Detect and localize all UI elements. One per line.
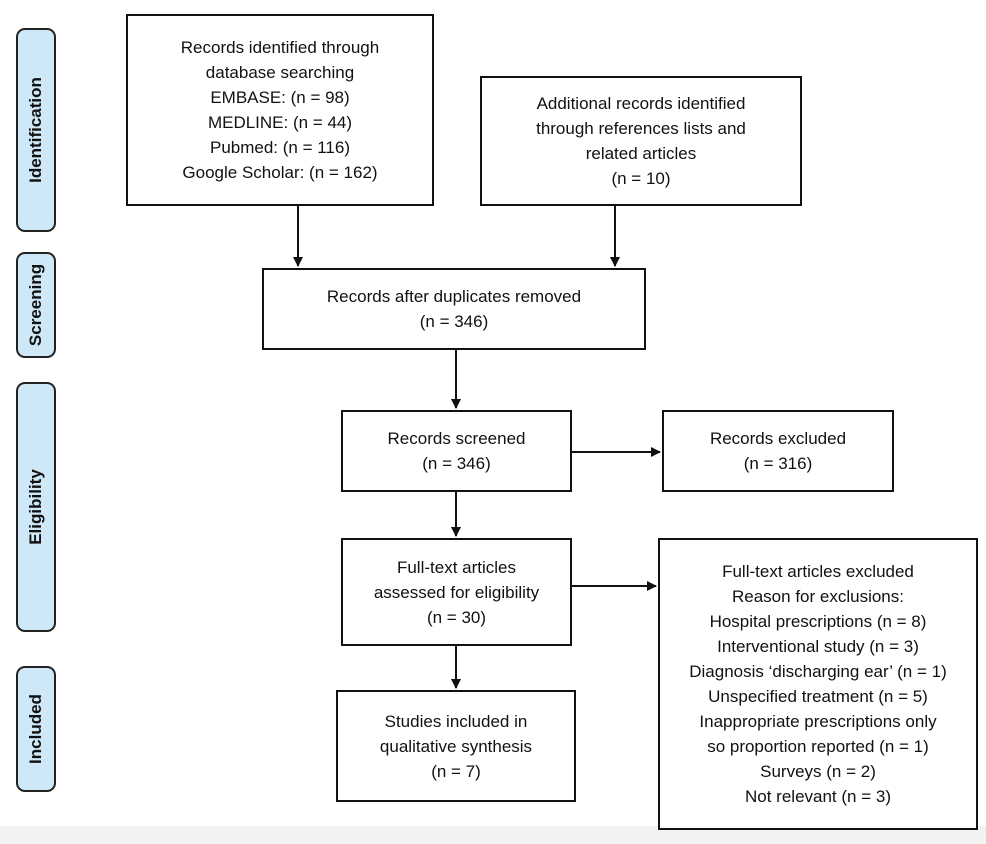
fulltext-excluded-box: Full-text articles excluded Reason for e… [658, 538, 978, 830]
records-screened-text: Records screened (n = 346) [388, 426, 526, 476]
box-line: Surveys (n = 2) [760, 762, 876, 781]
box-line: so proportion reported (n = 1) [707, 737, 929, 756]
records-screened-box: Records screened (n = 346) [341, 410, 572, 492]
box-line: Additional records identified [536, 94, 746, 113]
box-line: database searching [205, 63, 355, 82]
box-line: Not relevant (n = 3) [745, 787, 891, 806]
box-line: related articles [585, 144, 697, 163]
records-excluded-box: Records excluded (n = 316) [662, 410, 894, 492]
box-line: Records after duplicates removed [326, 287, 582, 306]
stage-identification: Identification [16, 28, 56, 232]
box-line: Hospital prescriptions (n = 8) [709, 612, 927, 631]
box-line: EMBASE: (n = 98) [210, 88, 350, 107]
box-line: MEDLINE: (n = 44) [207, 113, 353, 132]
additional-records-text: Additional records identified through re… [536, 91, 746, 191]
stage-included: Included [16, 666, 56, 792]
stage-eligibility: Eligibility [16, 382, 56, 632]
box-line: Pubmed: (n = 116) [209, 138, 351, 157]
duplicates-removed-box: Records after duplicates removed (n = 34… [262, 268, 646, 350]
box-line: Interventional study (n = 3) [717, 637, 919, 656]
box-line: Inappropriate prescriptions only [699, 712, 937, 731]
box-line: Full-text articles [396, 557, 516, 577]
box-line: Google Scholar: (n = 162) [182, 163, 378, 182]
box-line: qualitative synthesis [379, 736, 533, 756]
records-excluded-text: Records excluded (n = 316) [710, 426, 846, 476]
stage-screening: Screening [16, 252, 56, 358]
box-line: Full-text articles excluded [722, 562, 914, 581]
database-search-text: Records identified through database sear… [181, 35, 379, 185]
box-line: Records identified through [180, 38, 380, 57]
bottom-strip [0, 826, 986, 844]
fulltext-excluded-text: Full-text articles excluded Reason for e… [689, 559, 947, 809]
fulltext-assessed-box: Full-text articles assessed for eligibil… [341, 538, 572, 646]
box-line: assessed for eligibility [373, 582, 540, 602]
duplicates-removed-text: Records after duplicates removed (n = 34… [327, 284, 581, 334]
box-line: (n = 10) [611, 169, 671, 188]
box-line: (n = 7) [431, 761, 481, 781]
additional-records-box: Additional records identified through re… [480, 76, 802, 206]
box-line: through references lists and [536, 119, 746, 138]
box-line: (n = 316) [743, 454, 813, 473]
fulltext-assessed-text: Full-text articles assessed for eligibil… [374, 555, 539, 630]
studies-included-box: Studies included in qualitative synthesi… [336, 690, 576, 802]
studies-included-text: Studies included in qualitative synthesi… [380, 709, 532, 784]
box-line: Unspecified treatment (n = 5) [708, 687, 928, 706]
box-line: (n = 346) [419, 312, 489, 331]
box-line: (n = 346) [422, 454, 491, 473]
database-search-box: Records identified through database sear… [126, 14, 434, 206]
box-line: Diagnosis ‘discharging ear’ (n = 1) [689, 662, 947, 681]
box-line: (n = 30) [426, 607, 487, 627]
box-line: Records excluded [709, 429, 847, 448]
box-line: Studies included in [384, 711, 528, 731]
box-line: Reason for exclusions: [732, 587, 904, 606]
box-line: Records screened [387, 429, 526, 448]
